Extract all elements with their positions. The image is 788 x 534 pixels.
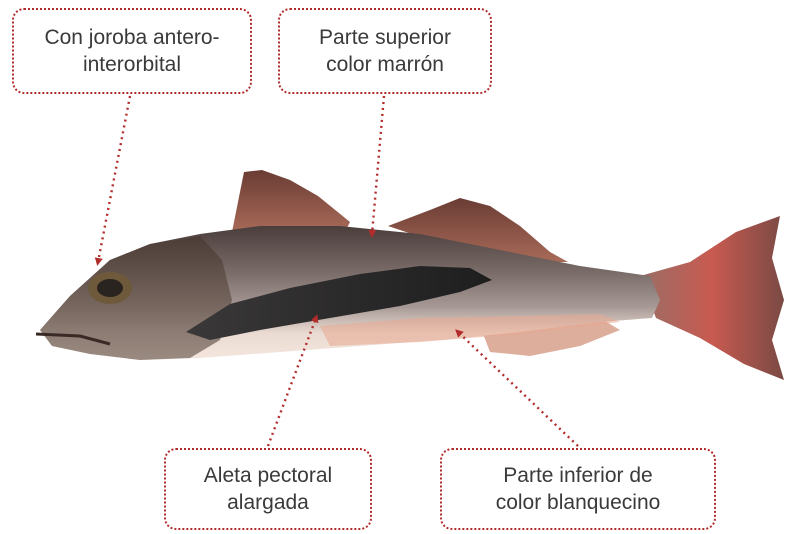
- callout-lower-line1: Parte inferior de: [503, 464, 653, 487]
- callout-fin-line1: Aleta pectoral: [203, 464, 333, 487]
- callout-pectoral-fin: Aleta pectoral alargada: [164, 448, 372, 530]
- second-dorsal-fin: [388, 198, 568, 262]
- callout-upper-part: Parte superior color marrón: [278, 8, 492, 94]
- fish-mouth: [35, 332, 111, 346]
- fish-head: [40, 236, 232, 360]
- callout-hump-line2: interorbital: [82, 53, 182, 76]
- callout-upper-line1: Parte superior: [319, 26, 451, 49]
- callout-arrow-hump: [94, 95, 132, 266]
- callout-lower-part: Parte inferior de color blanquecino: [440, 448, 716, 530]
- callout-lower-line2: color blanquecino: [495, 491, 661, 514]
- callout-upper-line2: color marrón: [326, 53, 444, 76]
- first-dorsal-fin: [232, 170, 350, 232]
- pectoral-fin: [186, 266, 492, 340]
- callout-arrow-upper: [368, 95, 386, 238]
- belly-tint: [320, 314, 620, 346]
- fish-eye-pupil: [97, 279, 123, 297]
- callout-hump: Con joroba antero- interorbital: [12, 8, 252, 94]
- callout-fin-line2: alargada: [227, 491, 309, 514]
- caudal-fin: [640, 216, 784, 380]
- callout-hump-line1: Con joroba antero-: [44, 26, 220, 49]
